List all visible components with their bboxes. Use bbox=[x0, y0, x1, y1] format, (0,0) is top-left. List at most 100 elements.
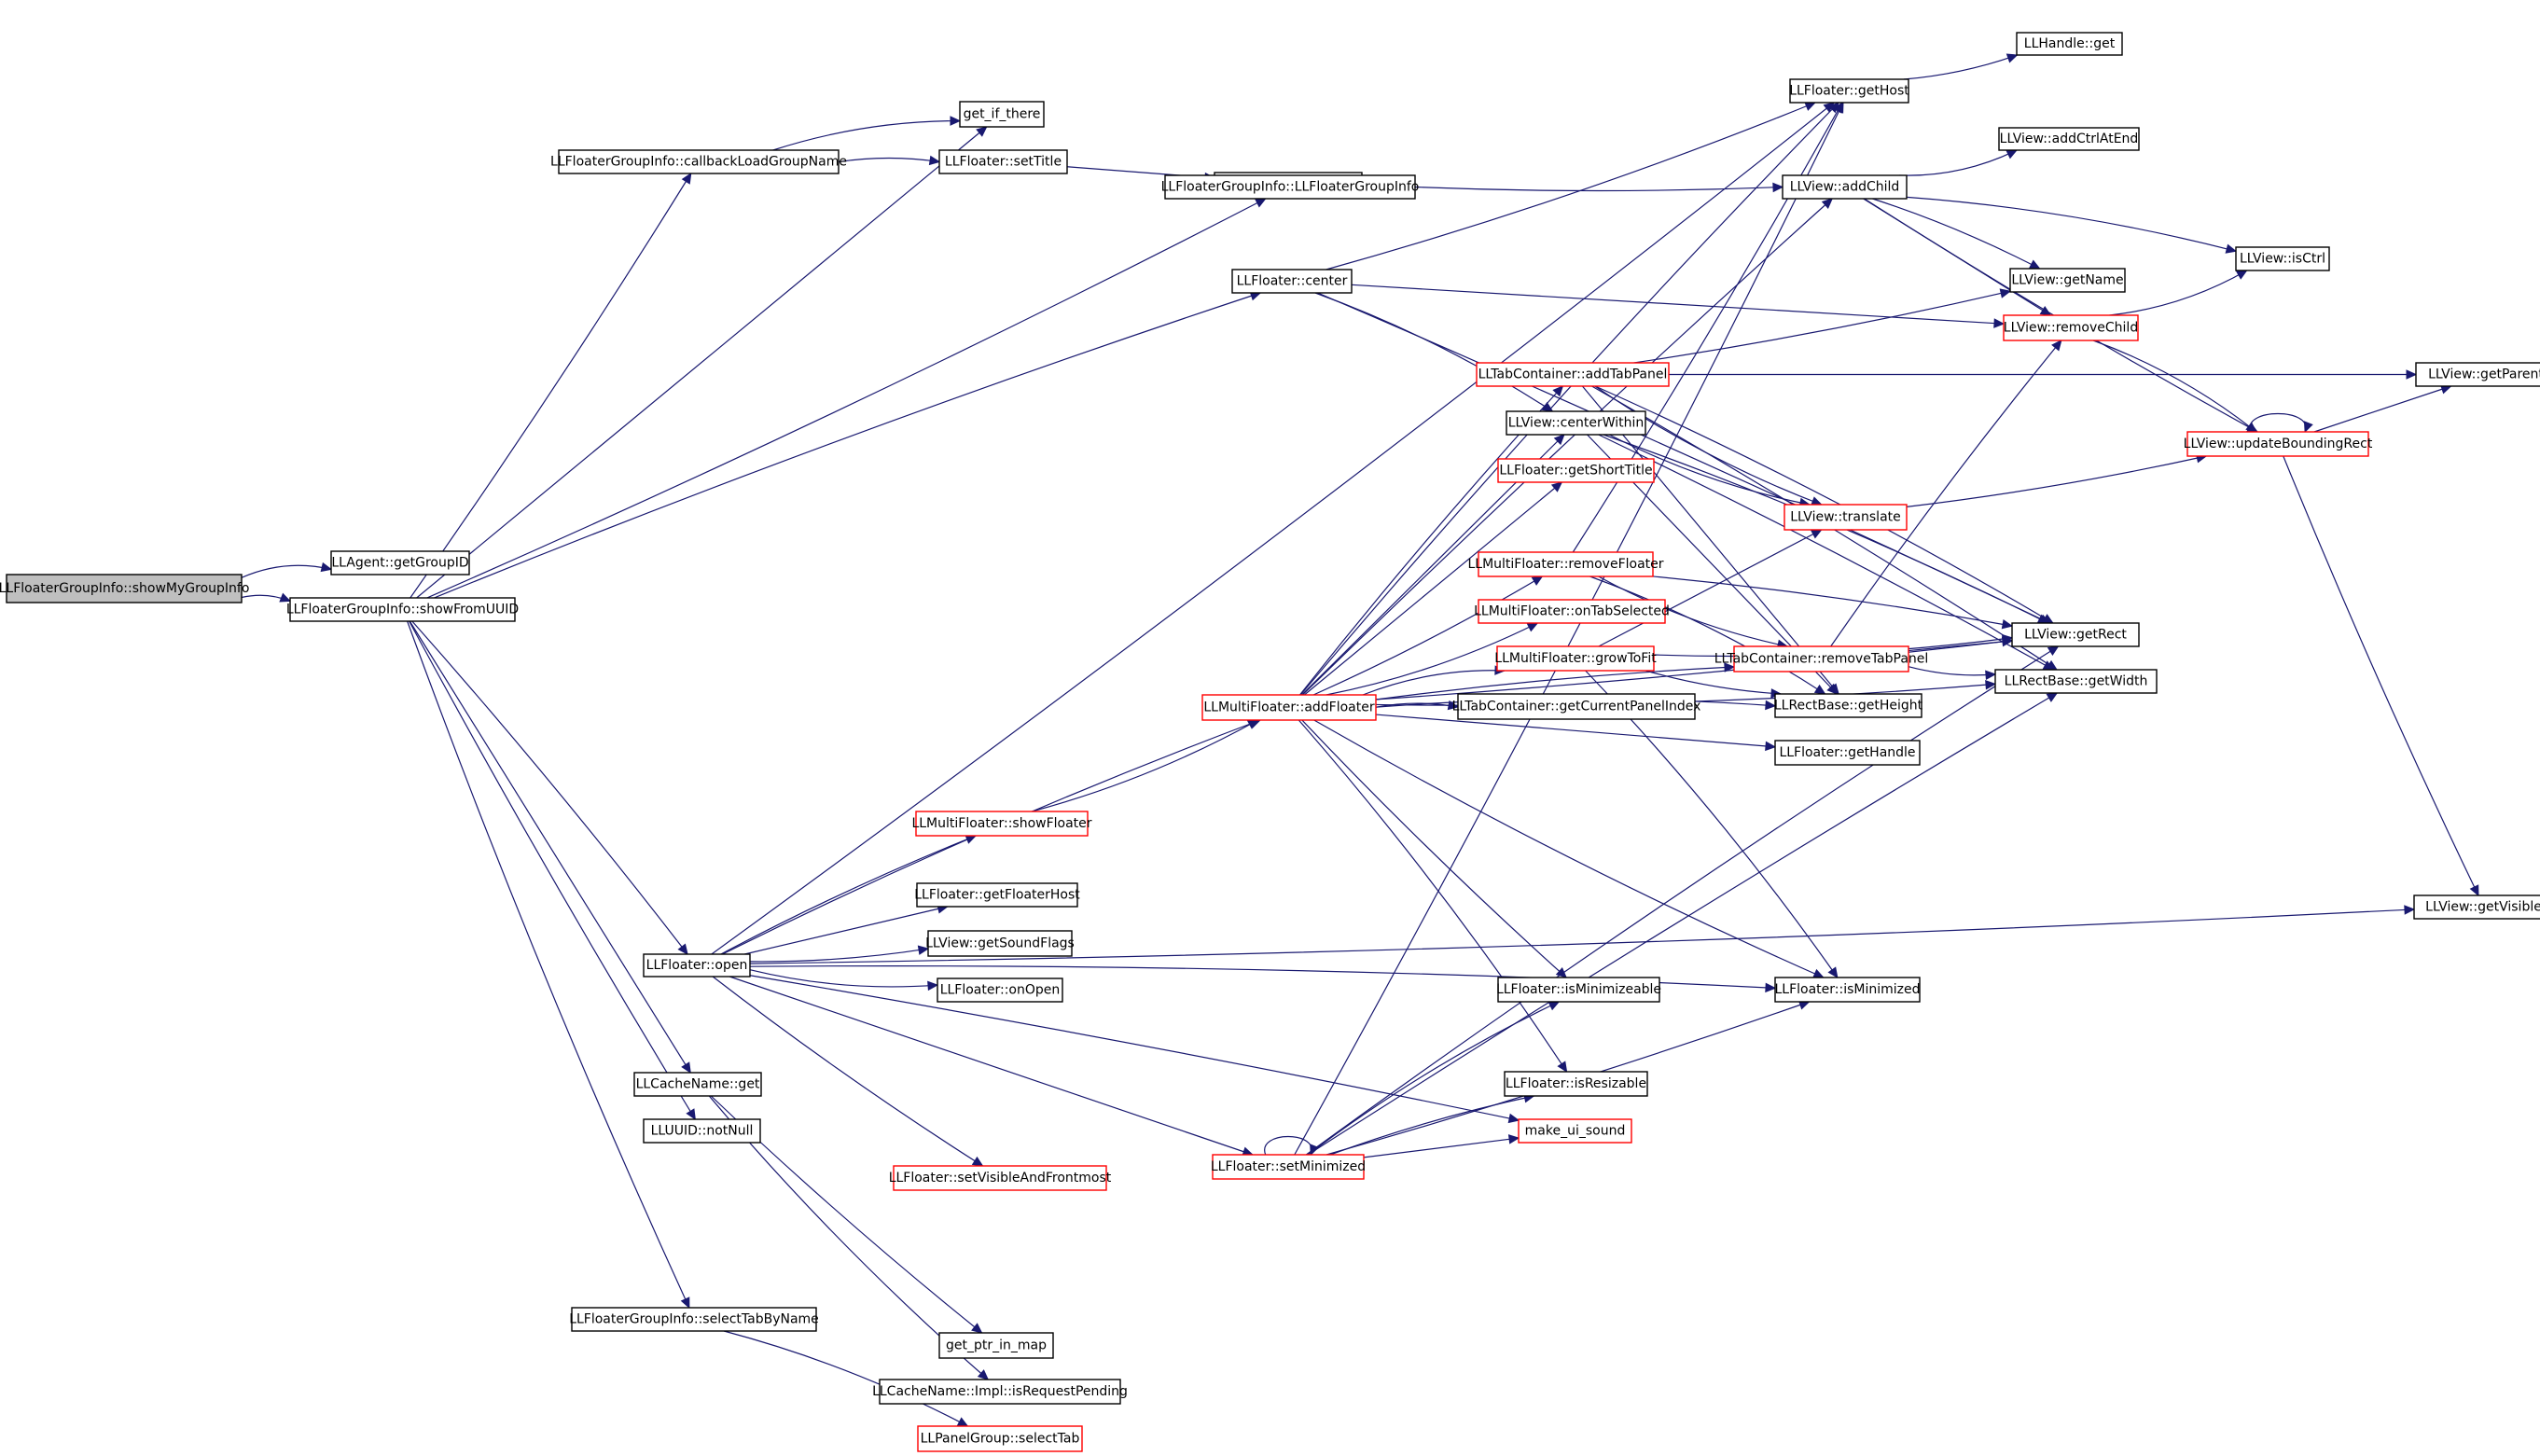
node-label: LLFloater::open bbox=[646, 958, 748, 973]
node-llfloater-settitle[interactable]: LLFloater::setTitle bbox=[938, 149, 1068, 174]
node-lltabcontainer-addtabpanel[interactable]: LLTabContainer::addTabPanel bbox=[1476, 362, 1670, 387]
node-llfloater-open[interactable]: LLFloater::open bbox=[643, 953, 751, 978]
node-label: LLView::removeChild bbox=[2004, 321, 2138, 336]
node-llview-getname[interactable]: LLView::getName bbox=[2009, 268, 2126, 293]
node-llfloatergroupinfo-showmygroupinfo[interactable]: LLFloaterGroupInfo::showMyGroupInfo bbox=[0, 574, 249, 603]
node-label: LLView::translate bbox=[1790, 510, 1901, 525]
edge-llfloatergroupinfo-showfromuuid-to-llfloater-open bbox=[411, 620, 688, 955]
node-label: LLFloater::setVisibleAndFrontmost bbox=[889, 1171, 1112, 1186]
node-llcachename-impl-isrequestpending[interactable]: LLCacheName::Impl::isRequestPending bbox=[872, 1379, 1128, 1405]
node-llview-addctrlatend[interactable]: LLView::addCtrlAtEnd bbox=[1998, 127, 2140, 151]
node-llview-getrect[interactable]: LLView::getRect bbox=[2011, 622, 2140, 647]
edge-llfloater-setminimized-to-llfloater-setminimized bbox=[1264, 1135, 1319, 1157]
edge-llfloater-open-to-llfloater-getfloaterhost bbox=[744, 904, 949, 955]
edge-llview-removechild-to-llview-updateboundingrect bbox=[2092, 340, 2257, 433]
node-llfloater-gethandle[interactable]: LLFloater::getHandle bbox=[1774, 740, 1921, 766]
node-label: LLMultiFloater::growToFit bbox=[1494, 651, 1657, 666]
node-llfloater-center[interactable]: LLFloater::center bbox=[1231, 269, 1353, 294]
node-llview-updateboundingrect[interactable]: LLView::updateBoundingRect bbox=[2184, 431, 2373, 457]
node-label: LLFloaterGroupInfo::showMyGroupInfo bbox=[0, 581, 249, 596]
node-make-ui-sound[interactable]: make_ui_sound bbox=[1518, 1118, 1632, 1144]
node-label: LLTabContainer::removeTabPanel bbox=[1714, 652, 1929, 667]
edge-llmultifloater-addfloater-to-lltabcontainer-removetabpanel bbox=[1375, 662, 1736, 700]
node-label: LLFloater::setMinimized bbox=[1211, 1159, 1366, 1174]
edge-lltabcontainer-addtabpanel-to-llview-translate bbox=[1594, 385, 1823, 506]
node-llpanelgroup-selecttab[interactable]: LLPanelGroup::selectTab bbox=[917, 1425, 1083, 1452]
node-llfloater-setvisibleandfrontmost[interactable]: LLFloater::setVisibleAndFrontmost bbox=[889, 1165, 1112, 1191]
node-get-if-there[interactable]: get_if_there bbox=[959, 101, 1045, 128]
node-llfloater-isresizable[interactable]: LLFloater::isResizable bbox=[1504, 1071, 1648, 1097]
node-llfloatergroupinfo-callbackloadgroupname[interactable]: LLFloaterGroupInfo::callbackLoadGroupNam… bbox=[550, 149, 847, 174]
node-label: LLView::getParent bbox=[2428, 367, 2540, 382]
edge-llmultifloater-addfloater-to-llfloater-isminimizeable bbox=[1301, 719, 1568, 978]
node-llrectbase-getheight[interactable]: LLRectBase::getHeight bbox=[1774, 693, 1923, 718]
node-label: make_ui_sound bbox=[1525, 1124, 1626, 1139]
node-llfloater-gethost[interactable]: LLFloater::getHost bbox=[1789, 78, 1909, 104]
node-label: LLTabContainer::getCurrentPanelIndex bbox=[1452, 700, 1701, 714]
node-label: LLFloater::getShortTitle bbox=[1499, 464, 1652, 478]
node-llmultifloater-growtofit[interactable]: LLMultiFloater::growToFit bbox=[1494, 645, 1657, 672]
edge-llview-updateboundingrect-to-llview-getparent bbox=[2313, 384, 2452, 433]
edge-lltabcontainer-removetabpanel-to-llview-getrect bbox=[1908, 636, 2014, 652]
node-llfloater-setminimized[interactable]: LLFloater::setMinimized bbox=[1211, 1154, 1366, 1180]
node-llview-getparent[interactable]: LLView::getParent bbox=[2415, 362, 2540, 387]
node-lltabcontainer-getcurrentpanelindex[interactable]: LLTabContainer::getCurrentPanelIndex bbox=[1452, 693, 1701, 720]
edge-llfloatergroupinfo-showfromuuid-to-get-if-there bbox=[416, 126, 988, 599]
node-llfloater-isminimized[interactable]: LLFloater::isMinimized bbox=[1774, 977, 1921, 1003]
node-label: LLHandle::get bbox=[2024, 36, 2116, 51]
edge-llmultifloater-addfloater-to-llfloater-isresizable bbox=[1298, 719, 1568, 1074]
node-lltabcontainer-removetabpanel[interactable]: LLTabContainer::removeTabPanel bbox=[1714, 645, 1929, 673]
edge-llmultifloater-addfloater-to-llfloater-gethandle bbox=[1375, 714, 1777, 752]
node-llcachename-get[interactable]: LLCacheName::get bbox=[633, 1072, 762, 1097]
node-llfloater-isminimizeable[interactable]: LLFloater::isMinimizeable bbox=[1496, 977, 1661, 1003]
node-llfloater-getfloaterhost[interactable]: LLFloater::getFloaterHost bbox=[914, 882, 1080, 908]
node-label: LLMultiFloater::addFloater bbox=[1203, 700, 1374, 715]
edge-llfloater-open-to-llfloater-setvisibleandfrontmost bbox=[712, 976, 984, 1167]
edge-llfloatergroupinfo-showfromuuid-to-llcachename-get bbox=[409, 620, 691, 1075]
node-llfloater-onopen[interactable]: LLFloater::onOpen bbox=[937, 978, 1063, 1003]
edge-llmultifloater-removefloater-to-llrectbase-getheight bbox=[1589, 575, 1826, 695]
node-label: LLFloater::getHost bbox=[1789, 84, 1909, 99]
node-llhandle-get[interactable]: LLHandle::get bbox=[2016, 32, 2123, 56]
edge-llfloater-open-to-llview-getvisible bbox=[749, 905, 2416, 964]
node-llview-getsoundflags[interactable]: LLView::getSoundFlags bbox=[925, 930, 1075, 957]
node-llagent-getgroupid[interactable]: LLAgent::getGroupID bbox=[330, 550, 470, 575]
node-label: LLFloater::isResizable bbox=[1506, 1076, 1646, 1091]
node-label: LLTabContainer::addTabPanel bbox=[1478, 367, 1668, 382]
edge-llfloatergroupinfo-callbackloadgroupname-to-llfloater-settitle bbox=[838, 155, 941, 166]
node-llview-centerwithin[interactable]: LLView::centerWithin bbox=[1506, 410, 1646, 436]
node-label: LLRectBase::getHeight bbox=[1774, 699, 1923, 714]
node-llview-removechild[interactable]: LLView::removeChild bbox=[2003, 314, 2139, 341]
node-llmultifloater-addfloater[interactable]: LLMultiFloater::addFloater bbox=[1201, 694, 1377, 721]
edge-llmultifloater-addfloater-to-llfloater-getshorttitle bbox=[1303, 481, 1563, 696]
node-label: LLFloater::getFloaterHost bbox=[914, 888, 1080, 903]
node-label: LLFloaterGroupInfo::showFromUUID bbox=[286, 603, 519, 617]
edge-llmultifloater-removefloater-to-llview-getrect bbox=[1652, 575, 2014, 630]
edge-llview-removechild-to-llview-isctrl bbox=[2109, 270, 2248, 316]
node-label: LLView::addCtrlAtEnd bbox=[2000, 132, 2139, 146]
edge-llfloatergroupinfo-showfromuuid-to-llfloater-center bbox=[434, 291, 1262, 599]
node-llrectbase-getwidth[interactable]: LLRectBase::getWidth bbox=[1994, 669, 2158, 694]
node-llfloatergroupinfo-selecttabbyname[interactable]: LLFloaterGroupInfo::selectTabByName bbox=[569, 1307, 819, 1332]
edge-llview-centerwithin-to-llrectbase-getwidth bbox=[1598, 434, 2055, 671]
node-llview-getvisible[interactable]: LLView::getVisible bbox=[2413, 894, 2540, 920]
node-llview-addchild[interactable]: LLView::addChild bbox=[1782, 174, 1908, 200]
node-label: LLCacheName::Impl::isRequestPending bbox=[872, 1384, 1128, 1399]
node-llfloatergroupinfo-showfromuuid[interactable]: LLFloaterGroupInfo::showFromUUID bbox=[286, 597, 519, 622]
node-label: get_if_there bbox=[964, 107, 1041, 122]
node-llfloatergroupinfo-llfloatergroupinfo[interactable]: LLFloaterGroupInfo::LLFloaterGroupInfo bbox=[1161, 174, 1420, 200]
node-get-ptr-in-map[interactable]: get_ptr_in_map bbox=[938, 1332, 1054, 1359]
edge-llfloater-setminimized-to-llview-getrect bbox=[1305, 645, 2060, 1156]
node-llmultifloater-showfloater[interactable]: LLMultiFloater::showFloater bbox=[911, 811, 1092, 837]
node-llfloater-getshorttitle[interactable]: LLFloater::getShortTitle bbox=[1497, 458, 1655, 483]
node-llview-translate[interactable]: LLView::translate bbox=[1784, 504, 1908, 531]
node-lluuid-notnull[interactable]: LLUUID::notNull bbox=[643, 1118, 761, 1144]
edge-llfloater-open-to-llfloater-setminimized bbox=[729, 976, 1254, 1157]
node-llmultifloater-ontabselected[interactable]: LLMultiFloater::onTabSelected bbox=[1474, 599, 1670, 624]
node-label: LLFloaterGroupInfo::selectTabByName bbox=[569, 1312, 819, 1327]
edge-layer bbox=[241, 53, 2479, 1427]
node-llview-isctrl[interactable]: LLView::isCtrl bbox=[2235, 246, 2330, 271]
node-label: LLView::getName bbox=[2011, 273, 2123, 288]
node-label: LLView::getRect bbox=[2024, 628, 2127, 643]
node-llmultifloater-removefloater[interactable]: LLMultiFloater::removeFloater bbox=[1467, 551, 1664, 577]
